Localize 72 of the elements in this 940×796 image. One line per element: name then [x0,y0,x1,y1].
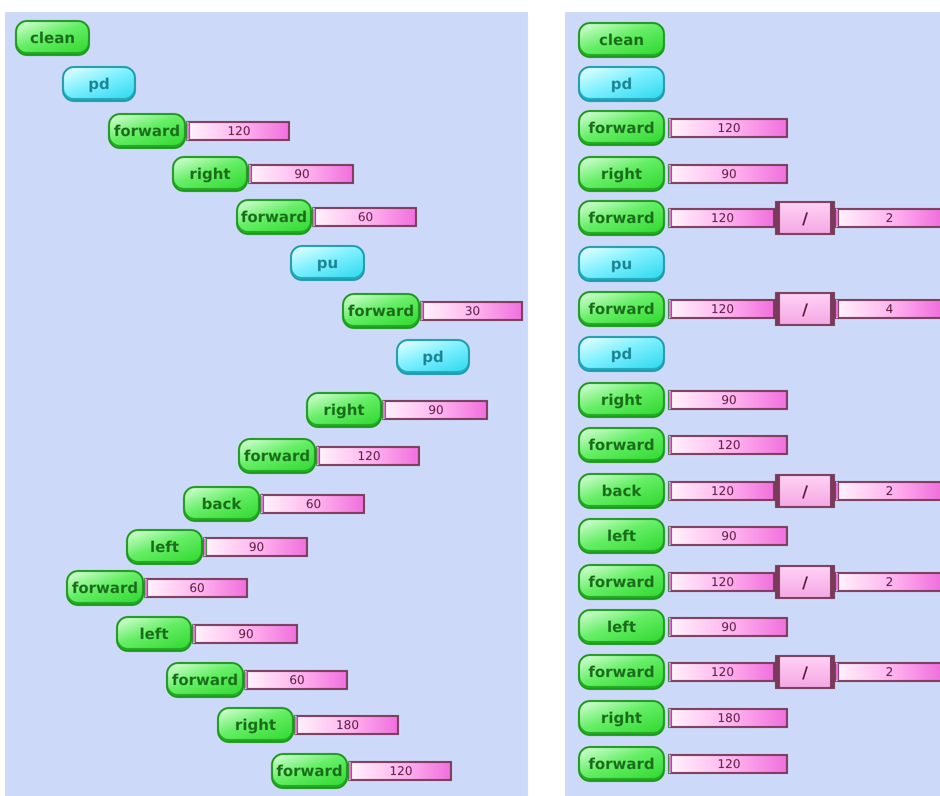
number-slot: 180 [294,715,399,735]
divide-block: / [775,565,835,599]
divide-block: / [775,474,835,508]
number-slot: 180 [668,708,788,728]
command-block: forward [578,200,665,236]
command-block: right [172,156,248,192]
number-slot: 120 [668,208,775,228]
command-block: forward [271,753,348,789]
workspace-panel [5,12,528,796]
number-slot: 120 [186,121,290,141]
pen-block: pu [578,246,665,282]
number-slot: 90 [668,617,788,637]
workspace-panel [565,12,940,796]
command-block: forward [342,293,420,329]
command-block: forward [238,438,316,474]
command-block: right [578,700,665,736]
number-slot: 60 [244,670,348,690]
number-slot: 30 [420,301,523,321]
number-slot: 120 [668,662,775,682]
divide-block: / [775,201,835,235]
number-slot: 90 [668,164,788,184]
number-slot: 4 [835,299,940,319]
command-block: back [578,473,665,509]
number-slot: 60 [312,207,417,227]
command-block: forward [578,110,665,146]
command-block: forward [578,291,665,327]
number-slot: 120 [668,572,775,592]
command-block: clean [15,20,90,56]
number-slot: 60 [144,578,248,598]
command-block: right [217,707,294,743]
command-block: right [306,392,382,428]
number-slot: 2 [835,662,940,682]
number-slot: 90 [668,390,788,410]
number-slot: 120 [316,446,420,466]
command-block: left [578,518,665,554]
number-slot: 120 [668,299,775,319]
number-slot: 120 [668,118,788,138]
number-slot: 90 [203,537,308,557]
divide-block: / [775,292,835,326]
number-slot: 60 [260,494,365,514]
command-block: right [578,382,665,418]
pen-block: pd [396,339,470,375]
command-block: back [183,486,260,522]
number-slot: 120 [668,435,788,455]
number-slot: 120 [668,754,788,774]
number-slot: 90 [382,400,488,420]
command-block: forward [578,427,665,463]
command-block: left [126,529,203,565]
number-slot: 90 [192,624,298,644]
number-slot: 90 [248,164,354,184]
command-block: forward [578,564,665,600]
command-block: forward [236,199,312,235]
command-block: forward [166,662,244,698]
divide-block: / [775,655,835,689]
number-slot: 90 [668,526,788,546]
pen-block: pu [290,245,365,281]
command-block: left [116,616,192,652]
pen-block: pd [578,336,665,372]
command-block: right [578,156,665,192]
command-block: forward [108,113,186,149]
number-slot: 2 [835,481,940,501]
number-slot: 2 [835,208,940,228]
number-slot: 120 [348,761,452,781]
number-slot: 2 [835,572,940,592]
command-block: forward [66,570,144,606]
command-block: clean [578,22,665,58]
command-block: forward [578,746,665,782]
command-block: left [578,609,665,645]
command-block: forward [578,654,665,690]
pen-block: pd [62,66,136,102]
number-slot: 120 [668,481,775,501]
pen-block: pd [578,66,665,102]
